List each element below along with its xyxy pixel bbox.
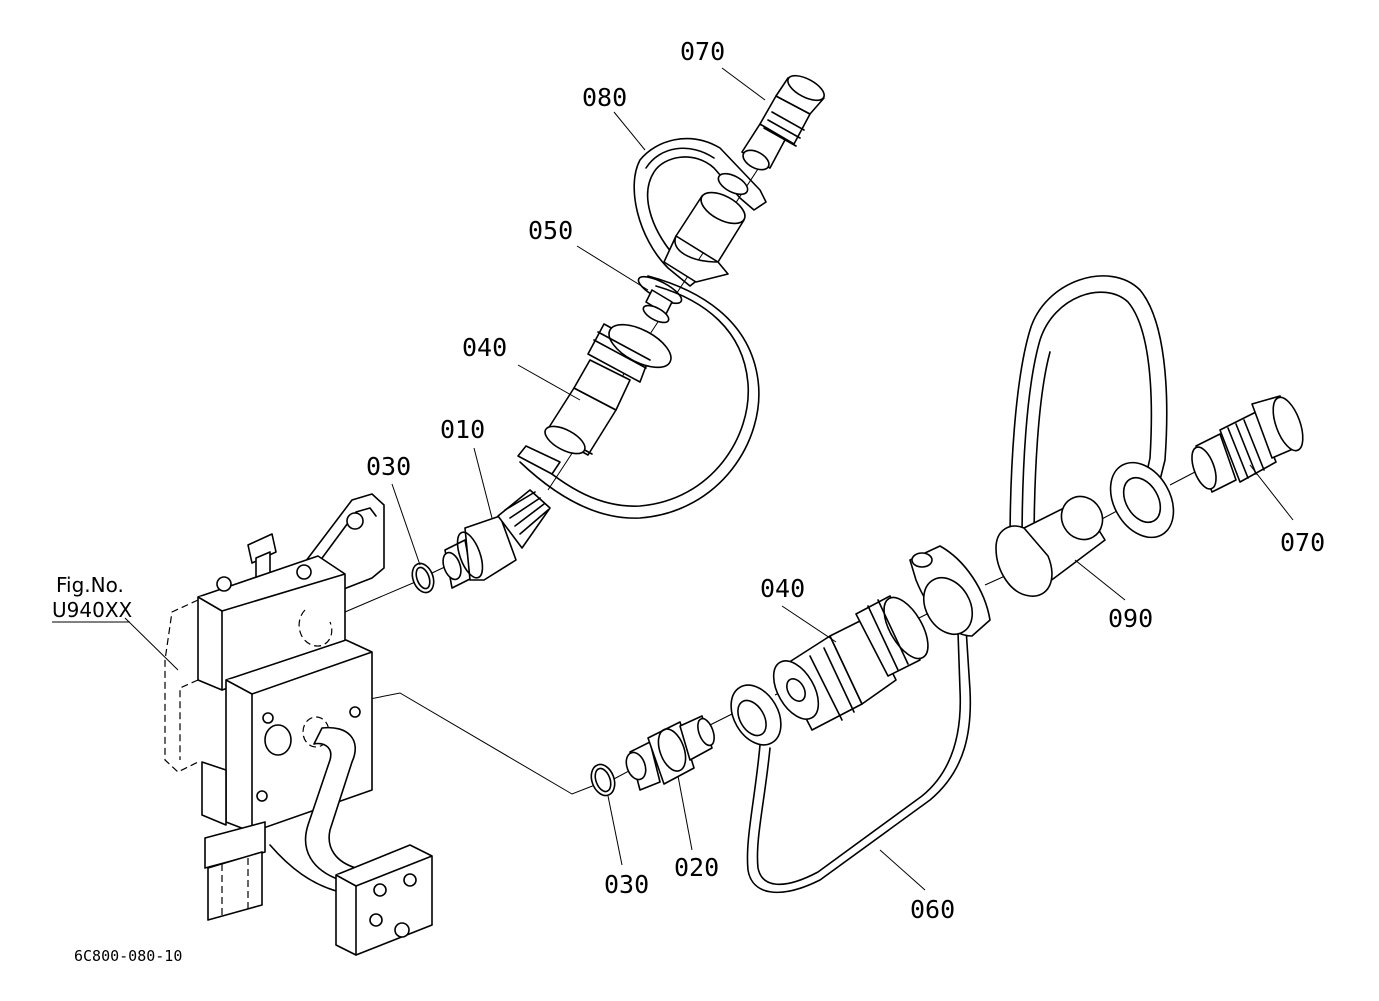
- o-ring-030-top: [411, 562, 435, 594]
- strap-top-lower: [517, 275, 760, 519]
- label-010: 010: [440, 415, 485, 444]
- drawing-code: 6C800-080-10: [74, 947, 182, 965]
- dust-cap-top: [663, 191, 746, 283]
- quick-coupler-040-top: [544, 323, 672, 456]
- dust-cap-090: [995, 495, 1106, 597]
- label-070-top: 070: [680, 37, 725, 66]
- label-020: 020: [674, 853, 719, 882]
- coupler-nipple-070-top: [741, 74, 825, 171]
- adaptor-020: [625, 715, 715, 791]
- strap-090: [1009, 275, 1168, 549]
- label-060: 060: [910, 895, 955, 924]
- label-090: 090: [1108, 604, 1153, 633]
- o-ring-030-bottom: [590, 763, 616, 797]
- assembly-lines: [344, 119, 1196, 795]
- label-030-bottom: 030: [604, 870, 649, 899]
- strap-ring-washer: [730, 684, 782, 746]
- label-fig-ref: U940XX: [52, 598, 133, 622]
- part-labels: 070 080 050 040 010 030 Fig.No. U940XX 0…: [52, 37, 1325, 965]
- coupler-nipple-070-right: [1191, 395, 1304, 493]
- strap-060: [746, 627, 972, 894]
- label-040-bottom: 040: [760, 574, 805, 603]
- strap-ring-060-top: [909, 545, 991, 637]
- control-valve-body: [164, 493, 433, 956]
- quick-coupler-040-bottom: [772, 595, 929, 731]
- strap-ring-090: [1109, 461, 1175, 539]
- label-fig-no: Fig.No.: [56, 573, 124, 597]
- leader-lines: [124, 67, 1294, 891]
- dust-plug-050: [637, 275, 683, 324]
- label-070-right: 070: [1280, 528, 1325, 557]
- label-040-top: 040: [462, 333, 507, 362]
- label-030-top: 030: [366, 452, 411, 481]
- strap-080: [633, 137, 767, 287]
- label-080: 080: [582, 83, 627, 112]
- elbow-adaptor-010: [442, 489, 551, 589]
- label-050: 050: [528, 216, 573, 245]
